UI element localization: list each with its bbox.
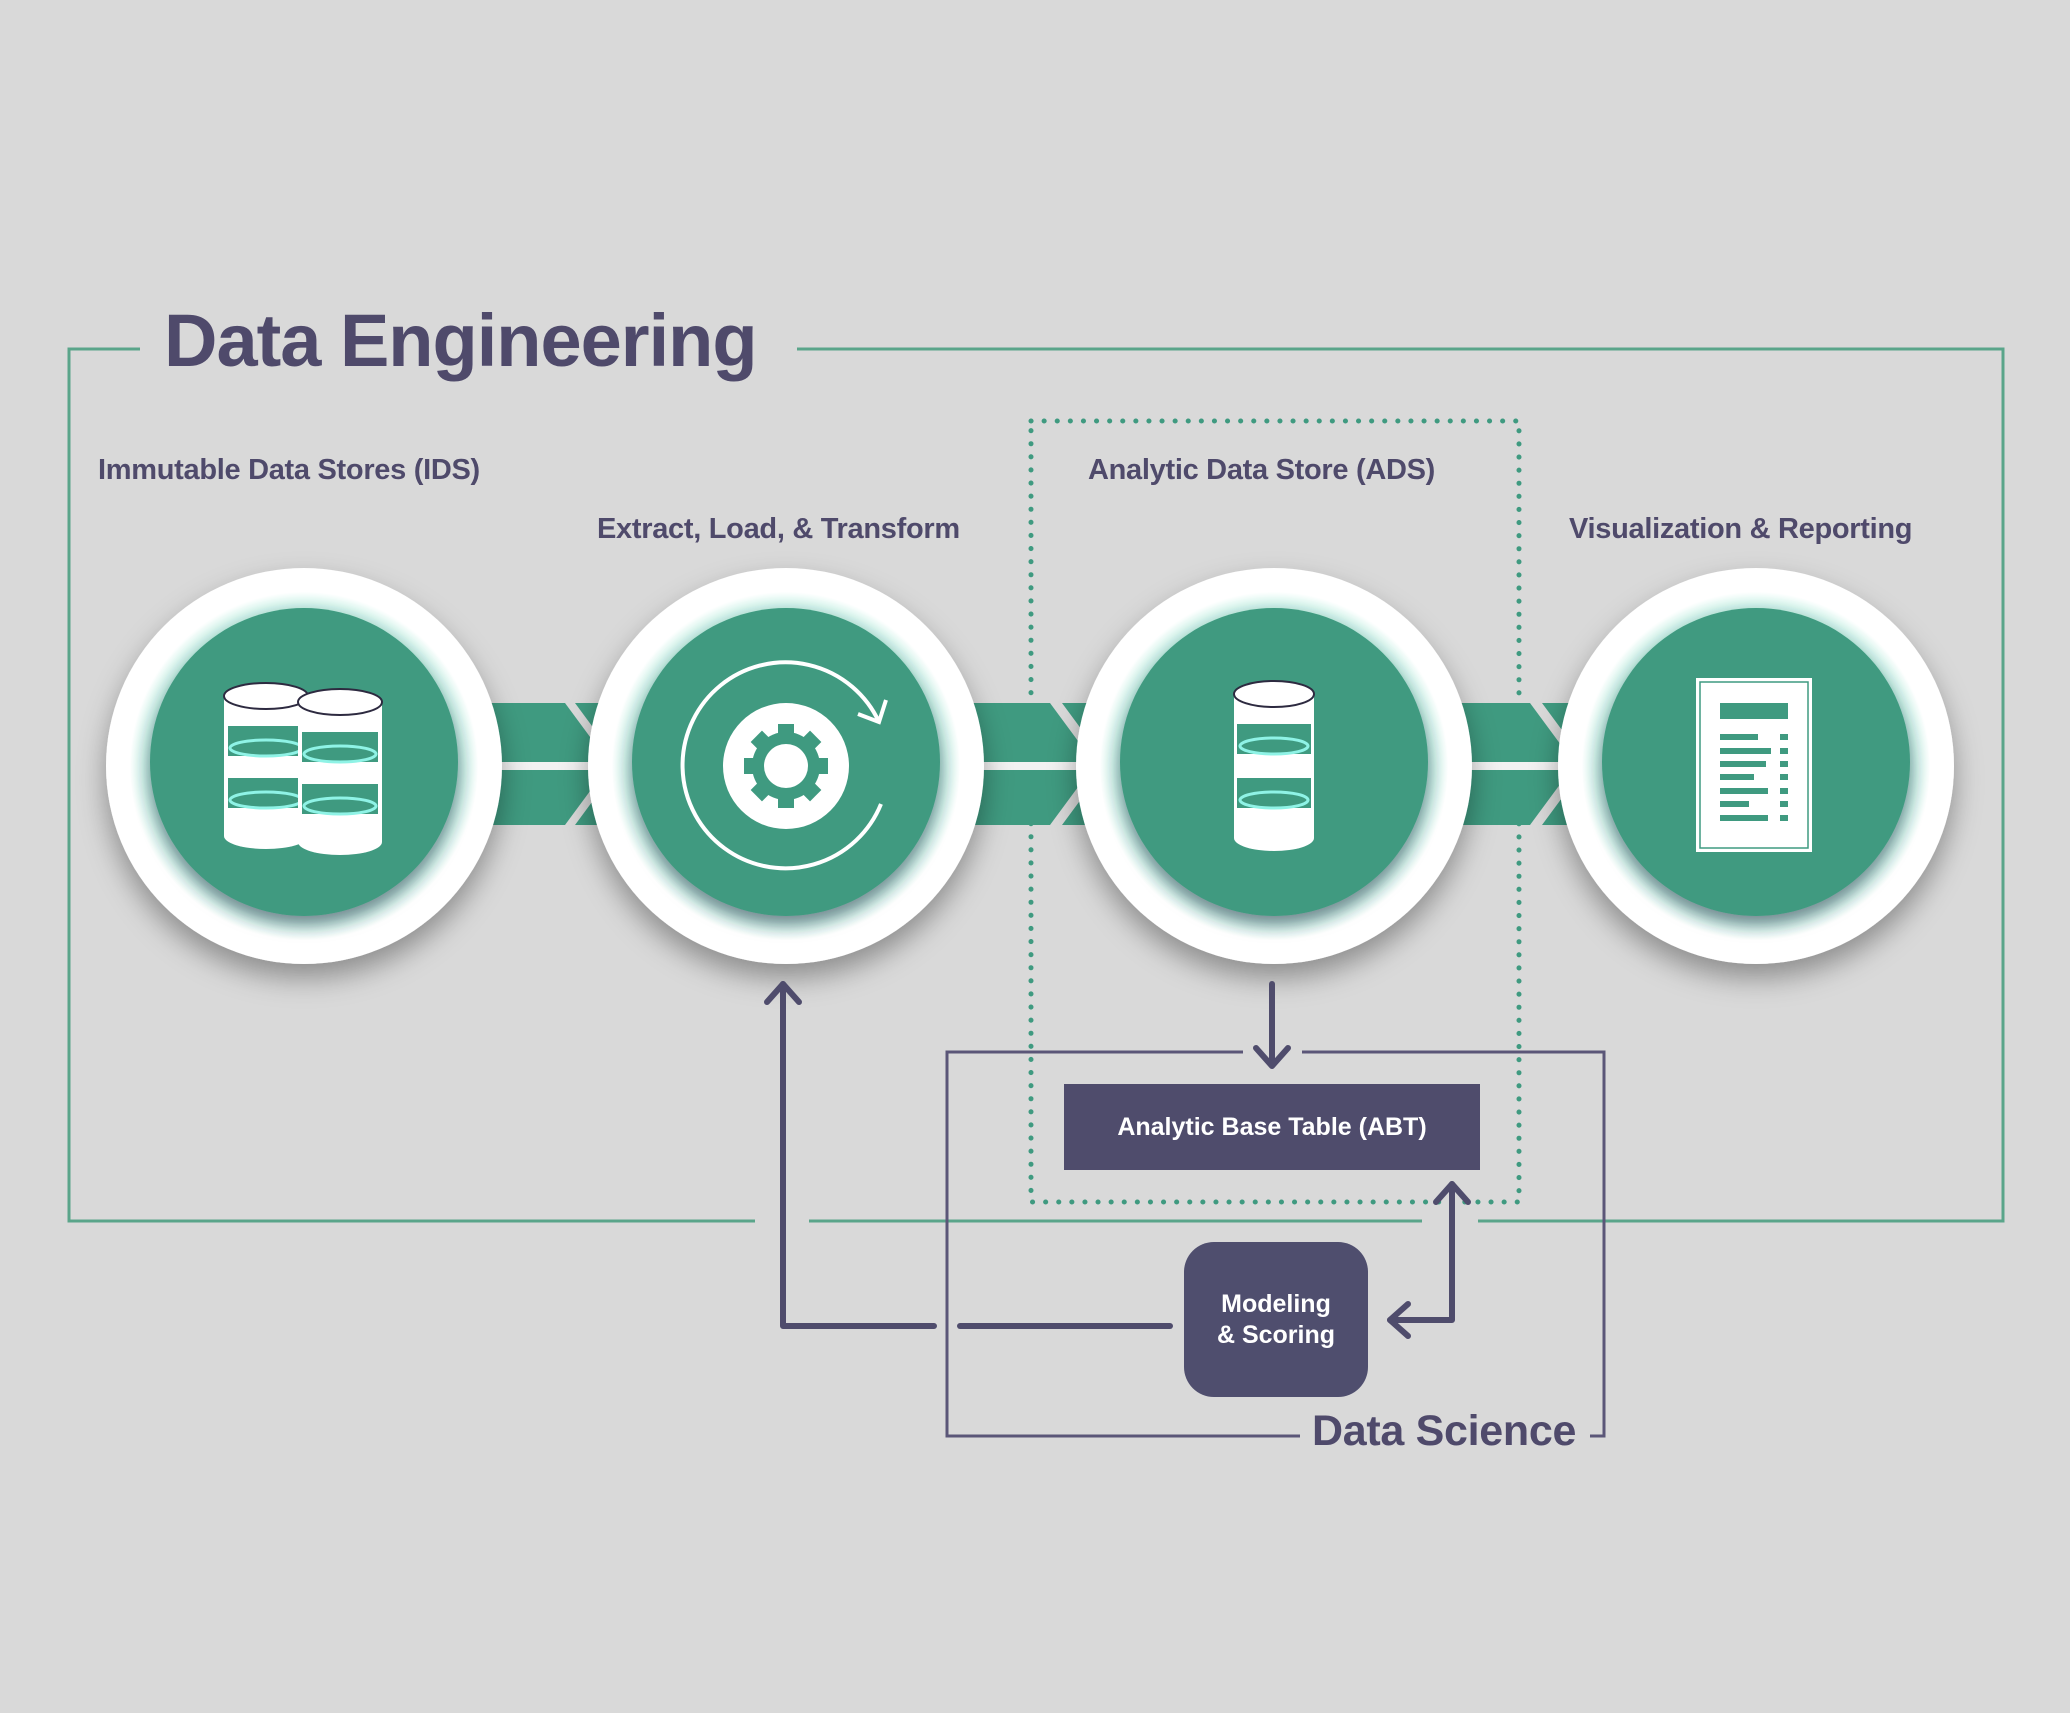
arrow-modeling-to-elt [764,981,1173,1329]
stage-label-elt: Extract, Load, & Transform [597,513,960,545]
stage-label-vis: Visualization & Reporting [1569,513,1913,545]
stage-label-ads: Analytic Data Store (ADS) [1088,454,1436,486]
arrow-ads-to-abt [1253,981,1291,1069]
data-science-title: Data Science [1306,1405,1583,1457]
data-engineering-frame [67,347,2005,1223]
database-pair-icon [223,682,383,855]
gear-refresh-icon [680,660,888,871]
arrow-modeling-to-abt [1387,1181,1471,1339]
data-science-frame [945,1050,1606,1438]
stage-node-vis[interactable] [1558,568,1954,964]
abt-label: Analytic Base Table (ABT) [1117,1112,1427,1141]
data-engineering-title: Data Engineering [154,296,767,386]
modeling-label-line2: & Scoring [1216,1320,1336,1349]
modeling-scoring-box[interactable]: Modeling & Scoring [1184,1242,1368,1397]
stage-node-ids[interactable] [106,568,502,964]
stage-label-ids: Immutable Data Stores (IDS) [98,454,480,486]
modeling-label-line1: Modeling [1221,1289,1331,1318]
stage-node-ads[interactable] [1076,568,1472,964]
database-icon [1233,680,1315,851]
analytic-base-table-box[interactable]: Analytic Base Table (ABT) [1064,1084,1480,1170]
stage-node-elt[interactable] [588,568,984,964]
report-document-icon [1696,678,1812,852]
